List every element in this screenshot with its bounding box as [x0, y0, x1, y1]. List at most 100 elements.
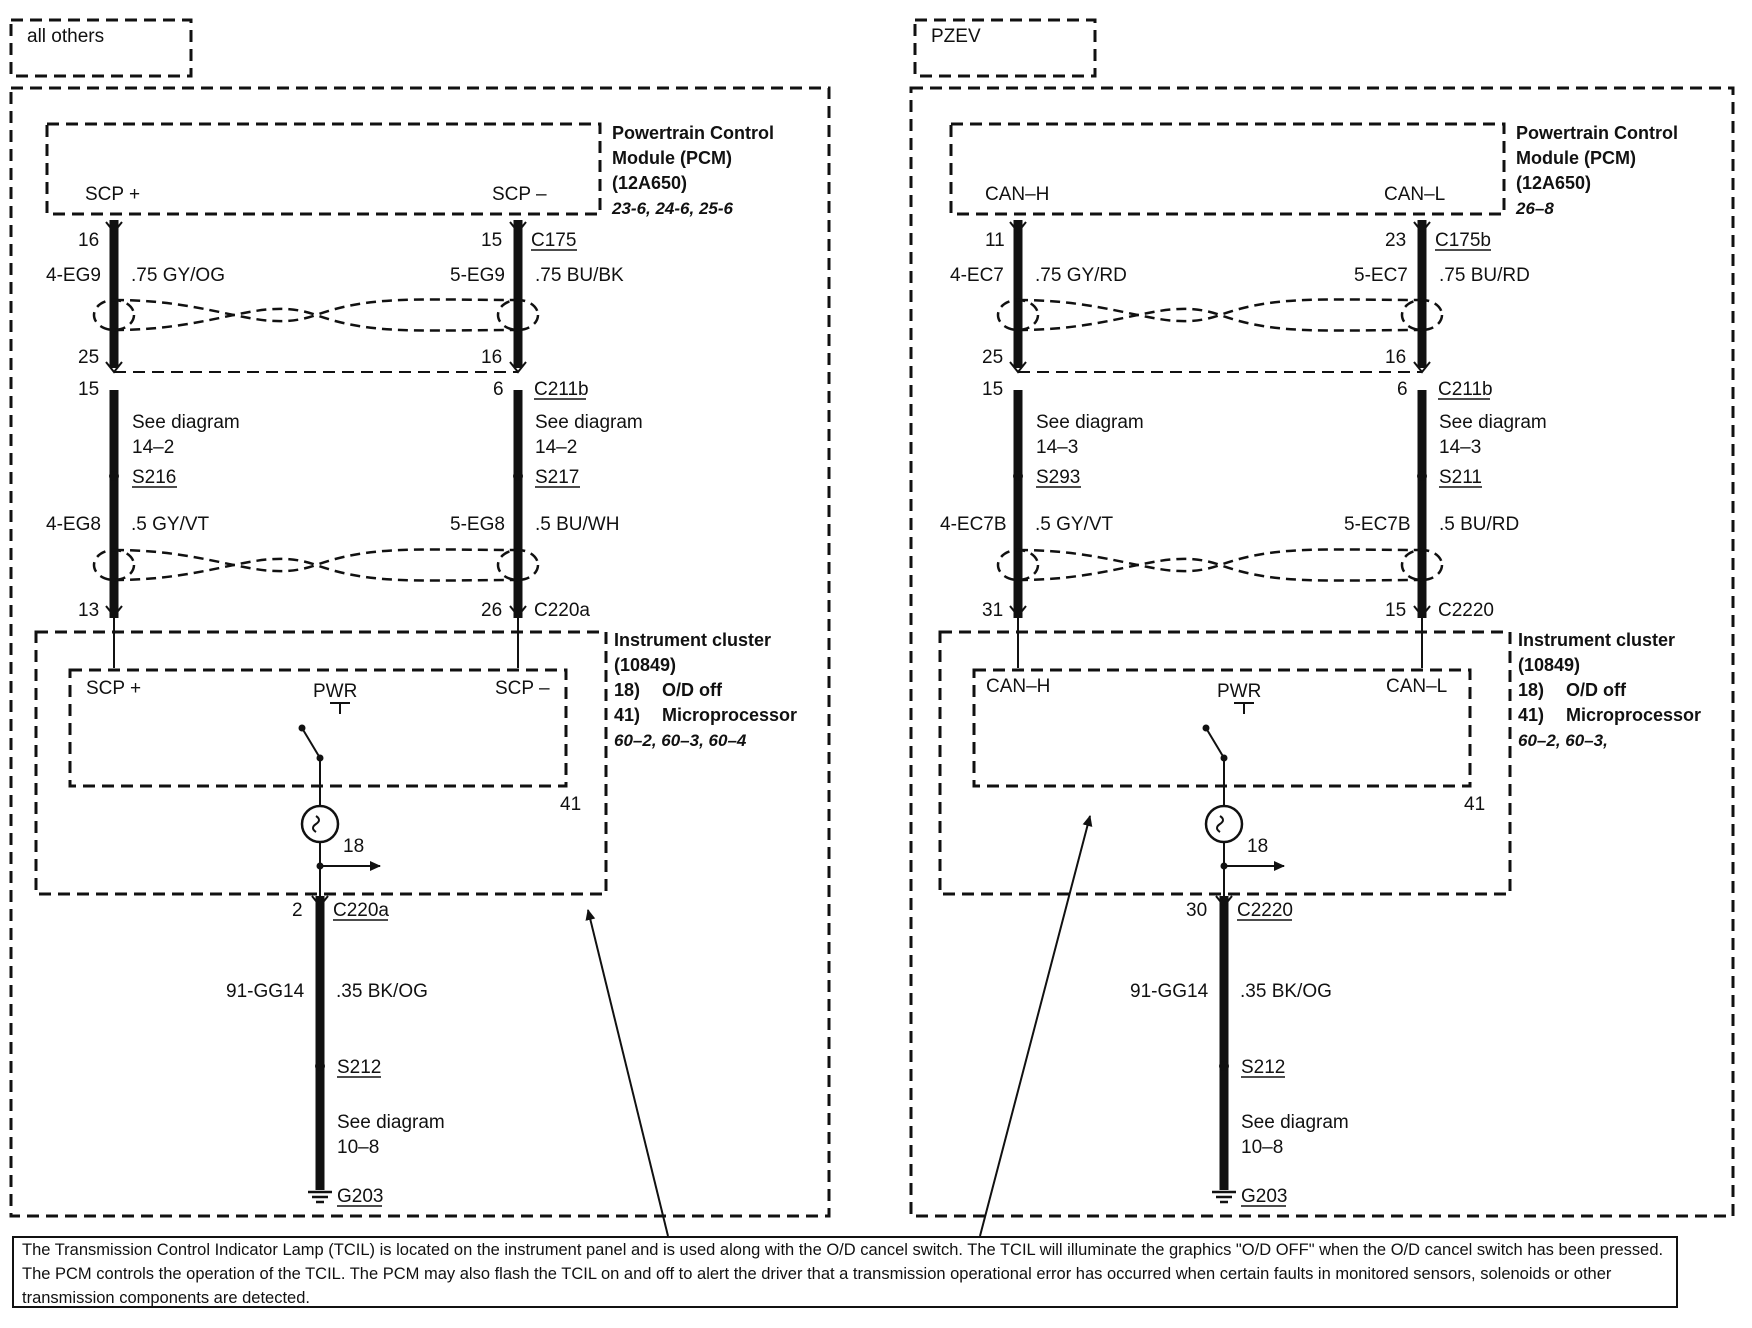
- splice-dot: [1013, 471, 1023, 481]
- ground-pin-number: 2: [292, 900, 303, 921]
- cluster-refs: 60–2, 60–3, 60–4: [614, 731, 747, 750]
- micro-number: 41: [1464, 794, 1485, 815]
- twisted-pair-end: [496, 298, 540, 332]
- twisted-pair-end: [496, 548, 540, 582]
- twisted-pair-end: [996, 548, 1040, 582]
- pcm-pin-right-number: 15: [481, 230, 502, 251]
- connector-chevron: [1215, 895, 1233, 908]
- cluster-item-label: Microprocessor: [1566, 705, 1701, 725]
- cluster-name-line2: (10849): [1518, 655, 1580, 675]
- twisted-pair-line: [113, 298, 519, 323]
- ground-circuit: 91-GG14: [226, 981, 305, 1002]
- pcm-pin-right-number: 23: [1385, 230, 1406, 251]
- right-splice-id: S211: [1439, 467, 1482, 488]
- twist2-left-circuit: 4-EG8: [46, 514, 101, 535]
- ground-connector-id: C2220: [1237, 900, 1293, 921]
- connector-chevron: [1009, 221, 1027, 234]
- twist2-right-circuit: 5-EC7B: [1344, 514, 1411, 535]
- variant-pzev: PZEV Powertrain Control Module (PCM) (12…: [909, 18, 1735, 1218]
- right-see-diagram: See diagram: [535, 412, 643, 433]
- lamp-icon: [1204, 804, 1244, 844]
- pcm-name-line3: (12A650): [612, 173, 687, 193]
- ground-splice-id: S212: [1241, 1057, 1285, 1078]
- cluster-connector-id: C2220: [1438, 600, 1494, 621]
- inline-pin-right-b: 6: [493, 379, 504, 400]
- ground-wire: .35 BK/OG: [1240, 981, 1332, 1002]
- description-note: The Transmission Control Indicator Lamp …: [12, 1236, 1678, 1308]
- left-see-diagram: See diagram: [1036, 412, 1144, 433]
- microprocessor-box: [972, 668, 1472, 788]
- cluster-item-label: O/D off: [662, 680, 723, 700]
- ground-see-diagram: See diagram: [1241, 1112, 1349, 1133]
- ground-wire: .35 BK/OG: [336, 981, 428, 1002]
- twist1-left-circuit: 4-EC7: [950, 265, 1004, 286]
- variant-label: PZEV: [931, 26, 981, 47]
- cluster-item-num: 41): [614, 705, 640, 725]
- pcm-name-line2: Module (PCM): [612, 148, 732, 168]
- twisted-pair-line: [113, 548, 519, 573]
- inline-pin-right-a: 16: [481, 347, 502, 368]
- twist2-left-wire: .5 GY/VT: [131, 514, 210, 535]
- pcm-pin-left-number: 16: [78, 230, 99, 251]
- twisted-pair-line: [1017, 298, 1423, 323]
- cluster-item-num: 41): [1518, 705, 1544, 725]
- pwr-label: PWR: [1217, 681, 1261, 702]
- splice-dot: [1417, 471, 1427, 481]
- left-see-diagram: See diagram: [132, 412, 240, 433]
- twist1-right-wire: .75 BU/BK: [535, 265, 624, 286]
- left-splice-id: S216: [132, 467, 176, 488]
- lamp-filament: [312, 815, 320, 833]
- splice-dot: [513, 471, 523, 481]
- twisted-pair-line: [1017, 557, 1423, 582]
- cluster-name-line1: Instrument cluster: [1518, 630, 1675, 650]
- left-splice-id: S293: [1036, 467, 1080, 488]
- ground-circuit: 91-GG14: [1130, 981, 1209, 1002]
- right-splice-id: S217: [535, 467, 579, 488]
- callout-arrow-right: [979, 815, 1093, 1237]
- inline-pin-right-a: 16: [1385, 347, 1406, 368]
- twisted-pair-line: [113, 557, 519, 582]
- cluster-connector-id: C220a: [534, 600, 590, 621]
- connector-chevron: [105, 221, 123, 234]
- micro-number: 41: [560, 794, 581, 815]
- pcm-pin-right-label: SCP –: [492, 184, 547, 205]
- connector-chevron: [1413, 605, 1431, 618]
- pcm-name-line2: Module (PCM): [1516, 148, 1636, 168]
- lamp-filament: [1216, 815, 1224, 833]
- twist2-right-wire: .5 BU/WH: [535, 514, 619, 535]
- variant-outline: [909, 86, 1735, 1218]
- callout-arrow-left: [585, 909, 669, 1237]
- ground-see-diagram-ref: 10–8: [1241, 1137, 1283, 1158]
- twist2-right-wire: .5 BU/RD: [1439, 514, 1519, 535]
- ground-id: G203: [1241, 1186, 1287, 1207]
- cluster-pin-left-label: SCP +: [86, 678, 141, 699]
- inline-pin-left-b: 15: [982, 379, 1003, 400]
- twist1-right-circuit: 5-EG9: [450, 265, 505, 286]
- cluster-pin-right-number: 15: [1385, 600, 1406, 621]
- pcm-name-line1: Powertrain Control: [612, 123, 774, 143]
- right-see-diagram: See diagram: [1439, 412, 1547, 433]
- twisted-pair-end: [92, 298, 136, 332]
- twist1-right-circuit: 5-EC7: [1354, 265, 1408, 286]
- twist1-left-wire: .75 GY/OG: [131, 265, 225, 286]
- cluster-refs: 60–2, 60–3,: [1518, 731, 1608, 750]
- pcm-box: [45, 122, 602, 216]
- right-see-diagram-ref: 14–3: [1439, 437, 1481, 458]
- twist2-right-circuit: 5-EG8: [450, 514, 505, 535]
- cluster-pin-left-label: CAN–H: [986, 676, 1050, 697]
- cluster-item-label: Microprocessor: [662, 705, 797, 725]
- pcm-pin-left-label: CAN–H: [985, 184, 1049, 205]
- cluster-pin-right-label: SCP –: [495, 678, 550, 699]
- pcm-box: [949, 122, 1506, 216]
- pwr-label: PWR: [313, 681, 357, 702]
- inline-pin-left-b: 15: [78, 379, 99, 400]
- ground-icon: [308, 1190, 332, 1204]
- cluster-item-label: O/D off: [1566, 680, 1627, 700]
- connector-chevron: [509, 221, 527, 234]
- lamp-icon: [300, 804, 340, 844]
- cluster-box: [938, 630, 1512, 896]
- variant-label-box: [913, 18, 1097, 78]
- pcm-connector-id: C175: [531, 230, 576, 251]
- connector-chevron: [509, 605, 527, 618]
